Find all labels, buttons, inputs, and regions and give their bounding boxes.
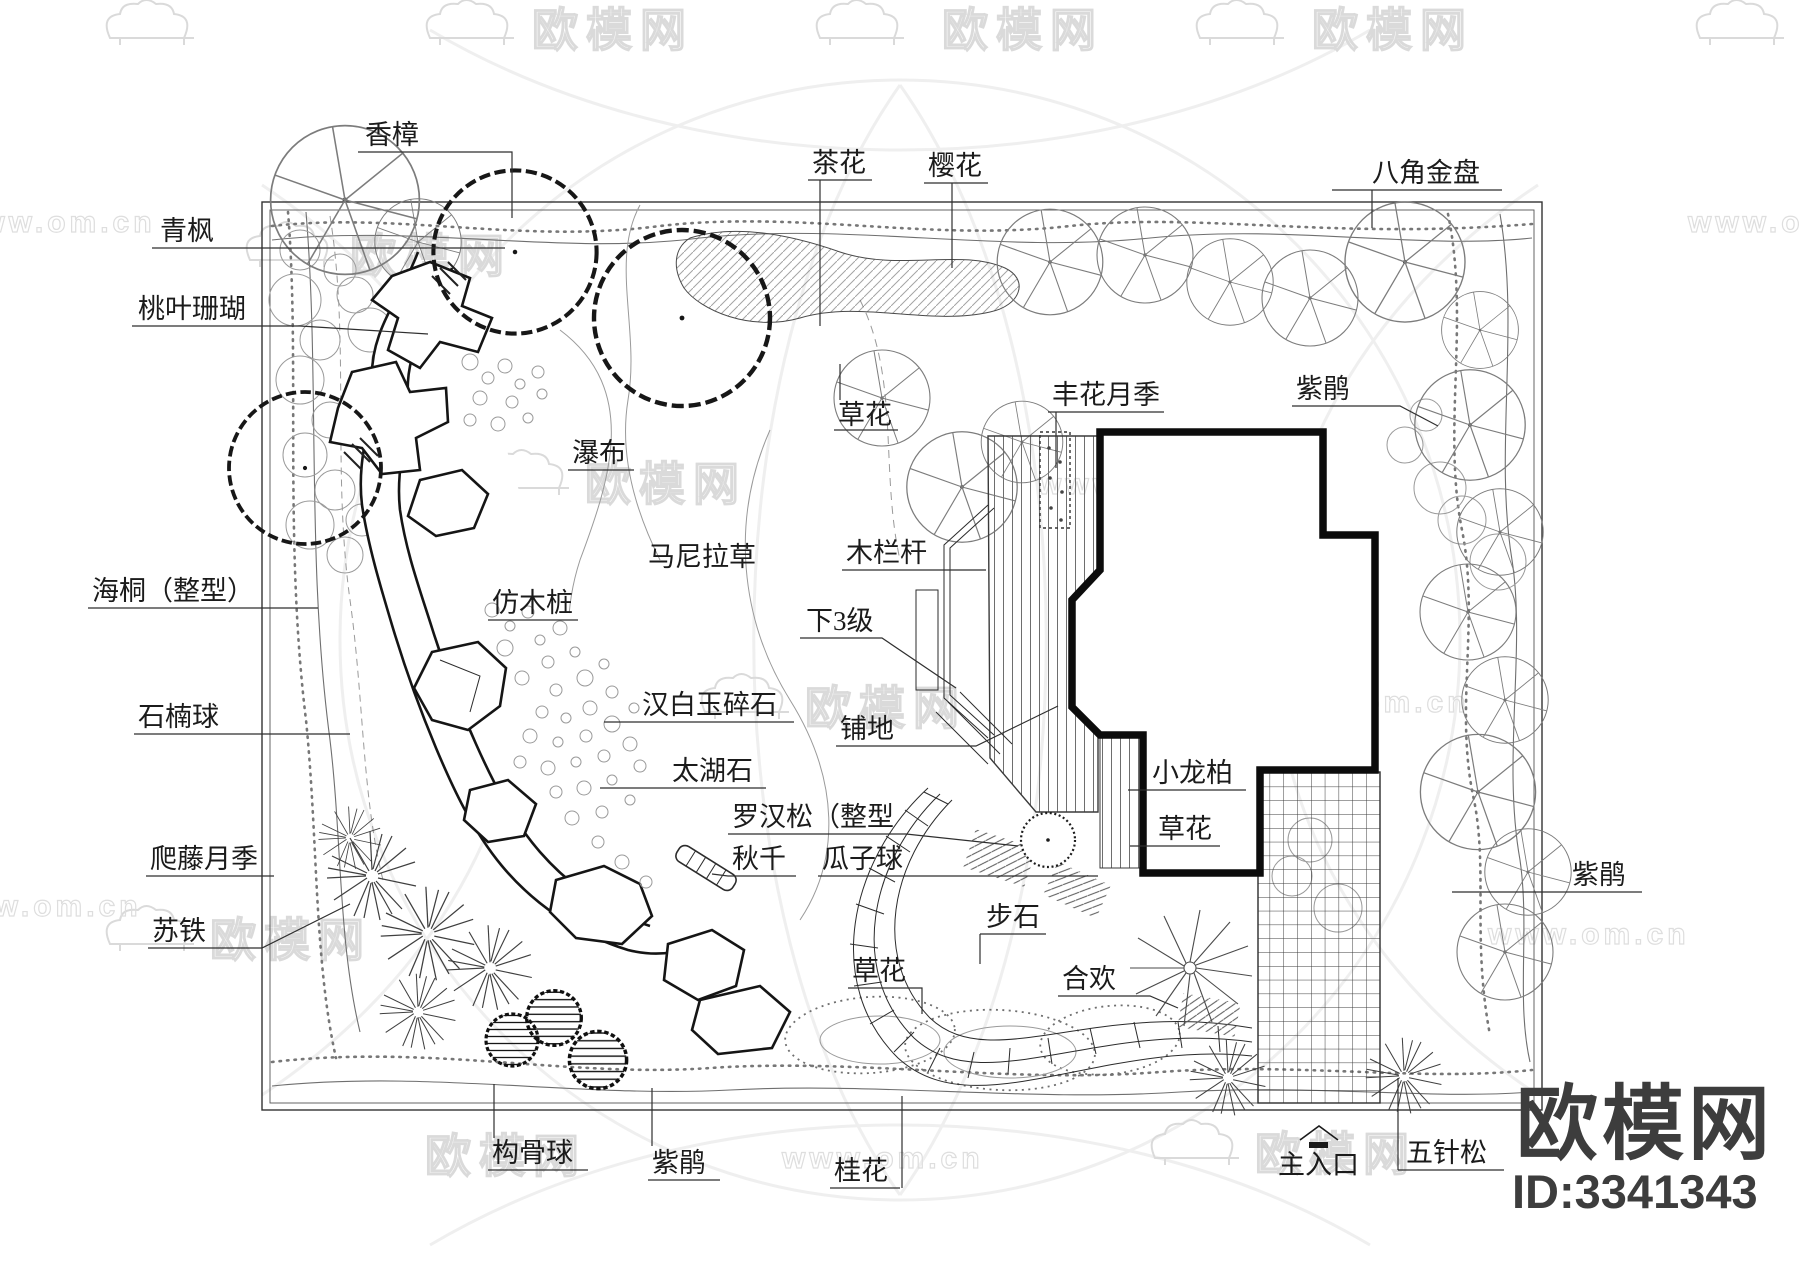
watermark-brand-text: 欧模网 (532, 4, 694, 56)
watermark-brand-text: 欧模网 (425, 1130, 587, 1182)
label-camellia: 茶花 (812, 148, 866, 178)
cycad-plant (446, 924, 533, 1011)
label-azalea-bottom: 紫鹃 (652, 1148, 706, 1178)
label-pittosporum: 海桐（整型） (92, 576, 254, 606)
label-swing: 秋千 (732, 844, 786, 874)
wood-railing (915, 504, 995, 739)
label-cycad: 苏铁 (152, 916, 206, 946)
watermark-brand-text: 欧模网 (942, 4, 1104, 56)
label-five-needle-pine: 五针松 (1406, 1138, 1487, 1168)
taihu-stone (412, 640, 508, 732)
stepping-stone-path (849, 787, 1253, 1086)
label-climbing-rose: 爬藤月季 (150, 844, 258, 874)
rose-bed-dotted (1039, 431, 1071, 529)
label-podocarpus: 罗汉松（整型 (732, 802, 894, 832)
planting-features (227, 170, 1442, 1116)
rose-bed-dots (1047, 446, 1064, 522)
watermark-top-row: 欧模网 欧模网 欧模网 (105, 0, 1785, 57)
site-logo-brand: 欧模网 (1516, 1079, 1774, 1170)
label-holly-ball: 构骨球 (492, 1138, 573, 1168)
watermark-url-text: www.om.cn (0, 206, 156, 239)
deck-steps (935, 691, 1013, 765)
label-photinia-ball: 石楠球 (138, 702, 219, 732)
wood-deck (987, 435, 1099, 813)
watermark-url-text: www.om.cn (0, 890, 142, 923)
holly-ball (525, 989, 583, 1047)
maple-tree (227, 390, 383, 546)
holly-ball (567, 1029, 629, 1091)
label-marble-gravel: 汉白玉碎石 (642, 690, 777, 720)
label-flowers-house: 草花 (1158, 814, 1212, 844)
label-flowers-top: 草花 (838, 400, 892, 430)
pebble-field (461, 353, 653, 889)
label-main-entrance: 主入口 (1278, 1150, 1359, 1180)
label-dwarf-juniper: 小龙柏 (1152, 758, 1233, 788)
entrance-marker (1299, 1125, 1339, 1148)
flower-bed-hatched-top (675, 230, 1020, 323)
label-manila-grass: 马尼拉草 (648, 542, 756, 572)
label-azalea-right: 紫鹃 (1572, 860, 1626, 890)
label-fatsia: 八角金盘 (1372, 158, 1480, 188)
watermark-brand-text: 欧模网 (210, 914, 372, 966)
label-waterfall: 瀑布 (572, 438, 626, 468)
label-floribunda-rose: 丰花月季 (1052, 380, 1160, 410)
watermark-url-text: www.om.cn (1687, 206, 1800, 239)
label-seed-ball: 瓜子球 (822, 844, 903, 874)
label-taihu-stone: 太湖石 (672, 756, 753, 786)
swing-log (675, 844, 737, 892)
pine-tree (1189, 1039, 1266, 1116)
watermark-url-text: www.om.cn (781, 1142, 984, 1175)
podocarpus-topiary (1019, 811, 1077, 869)
paving-grid-terrace (1257, 771, 1381, 1104)
label-layer: 香樟 青枫 桃叶珊瑚 茶花 樱花 八角金盘 草花 丰花月季 紫鹃 瀑布 马尼拉草… (88, 120, 1642, 1189)
label-camphor: 香樟 (365, 120, 419, 150)
rockery-stream (328, 251, 792, 1056)
site-logo-id: ID:3341343 (1512, 1165, 1758, 1218)
watermark-url-text: www.om.cn (1487, 918, 1690, 951)
label-aucuba: 桃叶珊瑚 (138, 294, 246, 324)
house-outline (1068, 428, 1379, 877)
watermark-brand-text: 欧模网 (585, 458, 747, 510)
label-paving: 铺地 (840, 714, 894, 744)
vegetation-bands (268, 204, 1534, 1096)
wood-deck-extension (1099, 736, 1144, 869)
site-logo: 欧模网 ID:3341343 (1512, 1079, 1774, 1218)
watermark-brand-text: 欧模网 (1312, 4, 1474, 56)
label-faux-wood-stakes: 仿木桩 (492, 588, 573, 618)
label-flowers-bottom: 草花 (852, 956, 906, 986)
label-cherry: 樱花 (928, 151, 982, 181)
label-silk-tree: 合欢 (1062, 964, 1116, 994)
label-osmanthus: 桂花 (834, 1156, 888, 1186)
label-maple: 青枫 (160, 216, 214, 246)
label-azalea-top: 紫鹃 (1296, 374, 1350, 404)
hardscape (849, 428, 1381, 1104)
label-steps-down-3: 下3级 (806, 606, 874, 636)
label-wood-railing: 木栏杆 (846, 538, 927, 568)
label-stepping-stones: 步石 (986, 902, 1040, 932)
